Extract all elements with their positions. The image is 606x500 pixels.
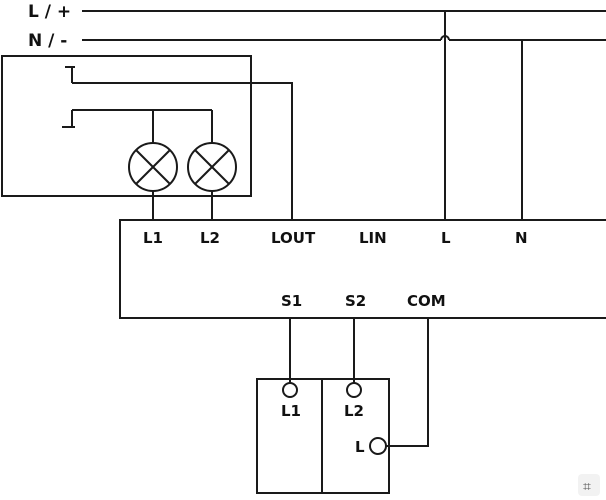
wall-switch: L1 L2 L (256, 378, 390, 494)
lout-wire (72, 82, 293, 220)
line-rail-label: L / + (28, 2, 71, 22)
supply-rails: L / + N / - (28, 2, 606, 51)
terminal-s2-label: S2 (345, 292, 366, 310)
neutral-rail-label: N / - (28, 31, 67, 51)
switch-terminal-l1-label: L1 (281, 402, 301, 420)
svg-text:⌗: ⌗ (583, 479, 591, 495)
control-module: L1 L2 LOUT LIN L N S1 S2 COM (119, 219, 606, 319)
control-module-box (119, 219, 606, 319)
switch-l-terminal-icon (369, 437, 387, 455)
switch-l2-terminal-icon (346, 382, 362, 398)
switch-terminal-l-label: L (355, 438, 365, 456)
com-wire (386, 318, 429, 447)
terminal-l1-label: L1 (143, 229, 163, 247)
terminal-n-label: N (515, 229, 528, 247)
switch-terminal-l2-label: L2 (344, 402, 364, 420)
terminal-lin-label: LIN (359, 229, 387, 247)
lamp-enclosure (1, 55, 293, 220)
switch-l1-terminal-icon (282, 382, 298, 398)
lamp-2-icon (187, 142, 237, 192)
terminal-com-label: COM (407, 292, 446, 310)
terminal-lout-label: LOUT (271, 229, 316, 247)
lamp-1-icon (128, 142, 178, 192)
terminal-s1-label: S1 (281, 292, 302, 310)
scan-icon[interactable]: ⌗ (578, 474, 600, 496)
terminal-l2-label: L2 (200, 229, 220, 247)
terminal-l-label: L (441, 229, 451, 247)
lamp-enclosure-box (1, 55, 252, 197)
